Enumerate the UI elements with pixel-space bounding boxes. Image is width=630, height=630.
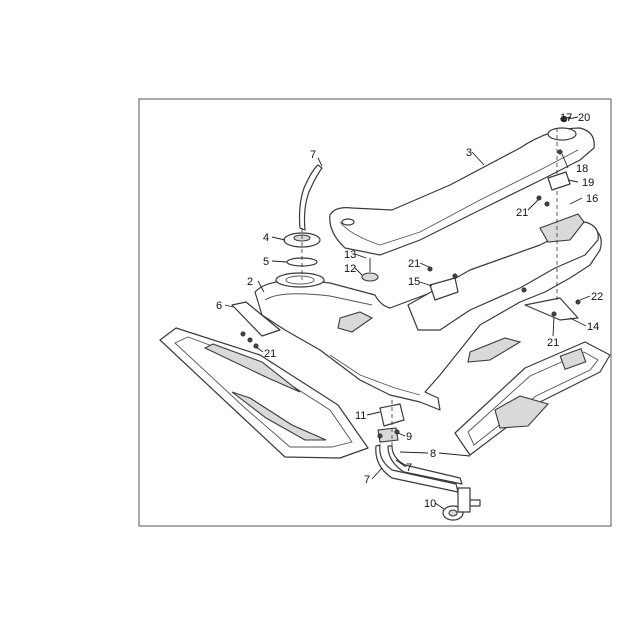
vent-hose-upper xyxy=(298,164,323,231)
callout-9: 9 xyxy=(406,431,412,443)
callout-10: 10 xyxy=(424,498,436,510)
callout-19: 19 xyxy=(582,177,594,189)
left-side-panel xyxy=(159,327,369,459)
callout-17: 17 xyxy=(560,112,572,124)
callout-21-seat: 21 xyxy=(516,207,528,219)
callout-7-top: 7 xyxy=(310,149,316,161)
callout-5: 5 xyxy=(263,256,269,268)
callout-13: 13 xyxy=(344,249,356,261)
callout-6: 6 xyxy=(216,300,222,312)
side-bracket xyxy=(231,301,281,337)
callout-8: 8 xyxy=(430,448,436,460)
diagram-frame xyxy=(138,98,612,527)
right-side-panel xyxy=(454,341,611,456)
callout-22: 22 xyxy=(591,291,603,303)
callout-21-tank: 21 xyxy=(408,258,420,270)
callout-12: 12 xyxy=(344,263,356,275)
leader-lines xyxy=(224,116,591,510)
callout-20: 20 xyxy=(578,112,590,124)
callout-11: 11 xyxy=(355,410,366,422)
callout-2: 2 xyxy=(247,276,253,288)
seat xyxy=(329,127,595,256)
screws xyxy=(240,115,581,439)
grommet xyxy=(361,272,379,282)
callout-21-left: 21 xyxy=(264,348,276,360)
callout-7-left: 7 xyxy=(364,474,370,486)
callout-4: 4 xyxy=(263,232,269,244)
callout-21-bracket: 21 xyxy=(547,337,559,349)
callout-3: 3 xyxy=(466,147,472,159)
callout-18: 18 xyxy=(576,163,588,175)
callout-14: 14 xyxy=(587,321,599,333)
tank-bracket xyxy=(407,213,599,331)
callout-7-right: 7 xyxy=(406,462,412,474)
callout-16: 16 xyxy=(586,193,598,205)
callout-15: 15 xyxy=(408,276,420,288)
